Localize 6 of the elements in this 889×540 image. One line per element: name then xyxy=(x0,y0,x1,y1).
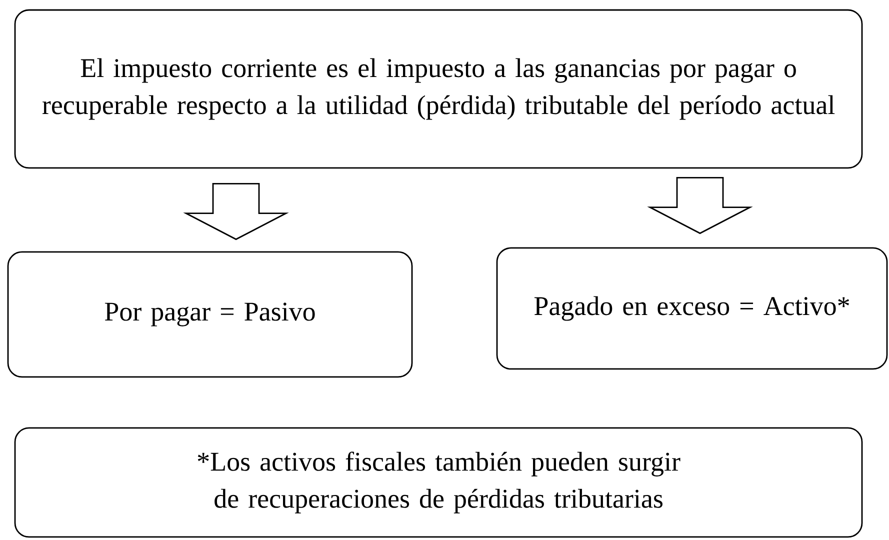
text-box: El impuesto corriente es el impuesto a las ganancias por pagar o recuperable respecto a la utilidad (pérdida) tributable del período actual xyxy=(14,9,863,169)
text-box: *Los activos fiscales también pueden surgir de recuperaciones de pérdidas tributarias xyxy=(14,427,863,538)
block-arrow xyxy=(183,183,289,240)
text-box: Pagado en exceso = Activo* xyxy=(496,247,888,370)
text-box: Por pagar = Pasivo xyxy=(7,251,413,378)
block-arrow xyxy=(647,176,753,234)
